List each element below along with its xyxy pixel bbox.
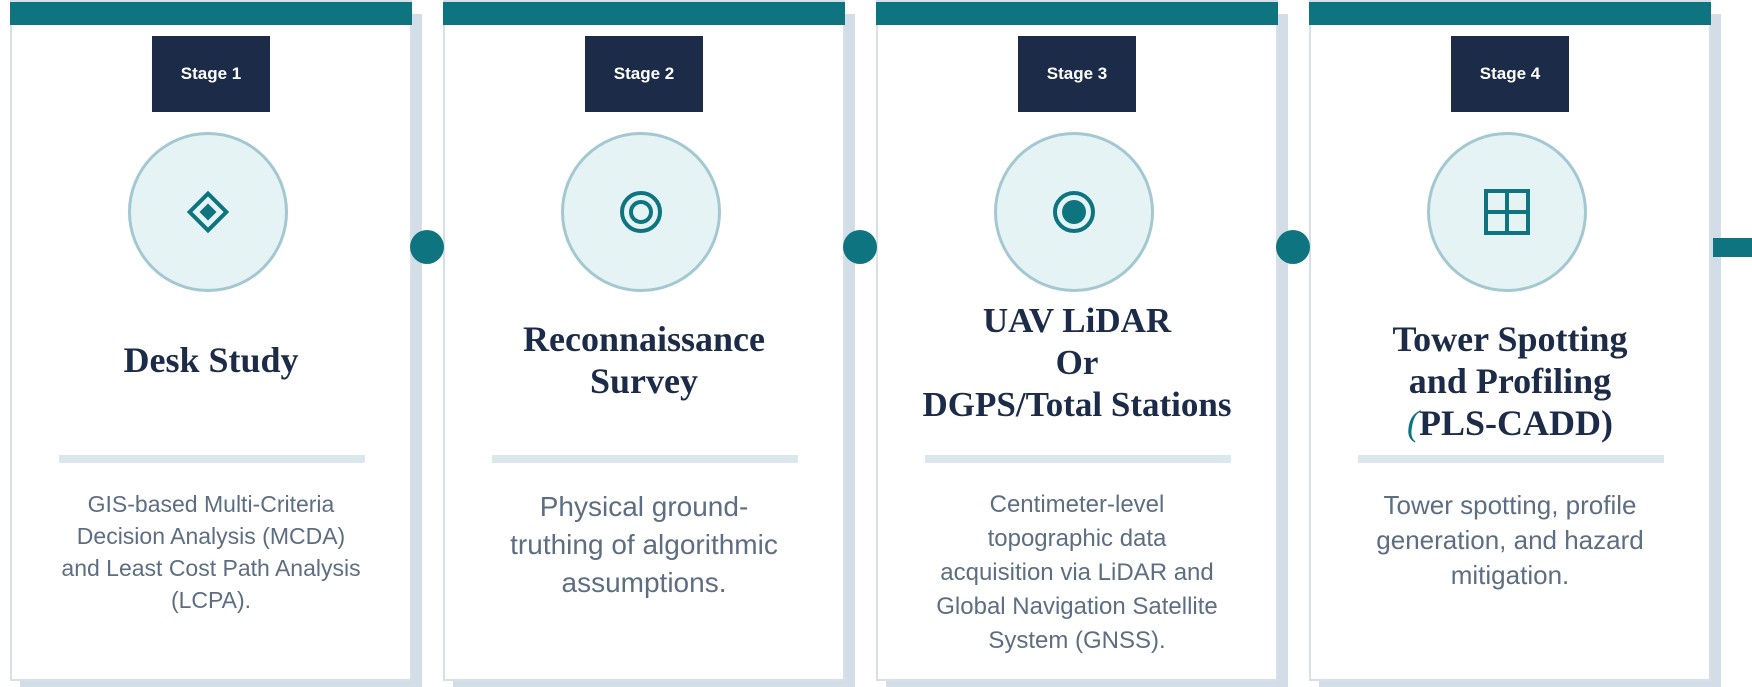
description-line: generation, and hazard	[1376, 525, 1644, 555]
icon-circle	[994, 132, 1154, 292]
stage-badge: Stage 4	[1451, 36, 1569, 112]
card-top-bar	[1309, 2, 1711, 25]
icon-circle	[1427, 132, 1587, 292]
radio-dot-icon	[1053, 191, 1095, 233]
title-line: Tower Spotting	[1392, 319, 1628, 359]
icon-circle	[128, 132, 288, 292]
divider	[925, 455, 1231, 463]
divider	[492, 455, 798, 463]
divider	[1358, 455, 1664, 463]
description-line: Physical ground-	[539, 491, 749, 522]
title-line: Reconnaissance	[523, 319, 765, 359]
title-paren: (	[1407, 403, 1419, 443]
description-line: (LCPA).	[170, 587, 252, 613]
description-line: topographic data	[987, 525, 1167, 552]
description-line: Global Navigation Satellite	[936, 593, 1218, 620]
stage-description: Physical ground- truthing of algorithmic…	[465, 488, 823, 602]
description-line: Decision Analysis (MCDA)	[76, 523, 346, 549]
stage-badge: Stage 3	[1018, 36, 1136, 112]
connector-dot	[843, 230, 877, 264]
description-line: assumptions.	[561, 567, 727, 598]
card-top-bar	[443, 2, 845, 25]
stage-title: UAV LiDAR Or DGPS/Total Stations	[878, 300, 1276, 426]
title-line: (PLS-CADD)	[1311, 402, 1709, 444]
description-line: GIS-based Multi-Criteria	[87, 491, 335, 517]
connector-stub	[1713, 238, 1752, 257]
card-top-bar	[10, 2, 412, 25]
title-line: UAV LiDAR	[982, 301, 1172, 340]
description-line: Centimeter-level	[989, 491, 1165, 518]
title-text: PLS-CADD)	[1419, 403, 1613, 443]
description-line: and Least Cost Path Analysis	[61, 555, 361, 581]
card-top-bar	[876, 2, 1278, 25]
stage-description: Centimeter-level topographic data acquis…	[898, 488, 1256, 658]
stage-card-2: Stage 2 Reconnaissance Survey Physical g…	[443, 0, 845, 681]
description-line: acquisition via LiDAR and	[940, 559, 1214, 586]
title-line: Desk Study	[123, 340, 299, 380]
stage-description: Tower spotting, profile generation, and …	[1331, 488, 1689, 593]
title-line: DGPS/Total Stations	[922, 385, 1232, 424]
grid-icon	[1484, 189, 1530, 235]
diamond-icon	[186, 190, 230, 234]
stage-title: Reconnaissance Survey	[445, 318, 843, 402]
stage-card-3: Stage 3 UAV LiDAR Or DGPS/Total Stations…	[876, 0, 1278, 681]
connector-dot	[1276, 230, 1310, 264]
description-line: mitigation.	[1450, 560, 1570, 590]
stage-title: Desk Study	[12, 339, 410, 381]
divider	[59, 455, 365, 463]
description-line: System (GNSS).	[988, 627, 1166, 654]
stage-badge: Stage 1	[152, 36, 270, 112]
stage-card-1: Stage 1 Desk Study GIS-based Multi-Crite…	[10, 0, 412, 681]
title-line: Survey	[590, 361, 698, 401]
stage-badge: Stage 2	[585, 36, 703, 112]
title-line: Or	[1055, 343, 1099, 382]
stage-card-4: Stage 4 Tower Spotting and Profiling (PL…	[1309, 0, 1711, 681]
connector-dot	[410, 230, 444, 264]
target-ring-icon	[620, 191, 662, 233]
stage-title: Tower Spotting and Profiling (PLS-CADD)	[1311, 318, 1709, 444]
description-line: truthing of algorithmic	[510, 529, 778, 560]
icon-circle	[561, 132, 721, 292]
stage-description: GIS-based Multi-Criteria Decision Analys…	[32, 488, 390, 616]
title-line: and Profiling	[1408, 361, 1612, 401]
description-line: Tower spotting, profile	[1383, 490, 1637, 520]
